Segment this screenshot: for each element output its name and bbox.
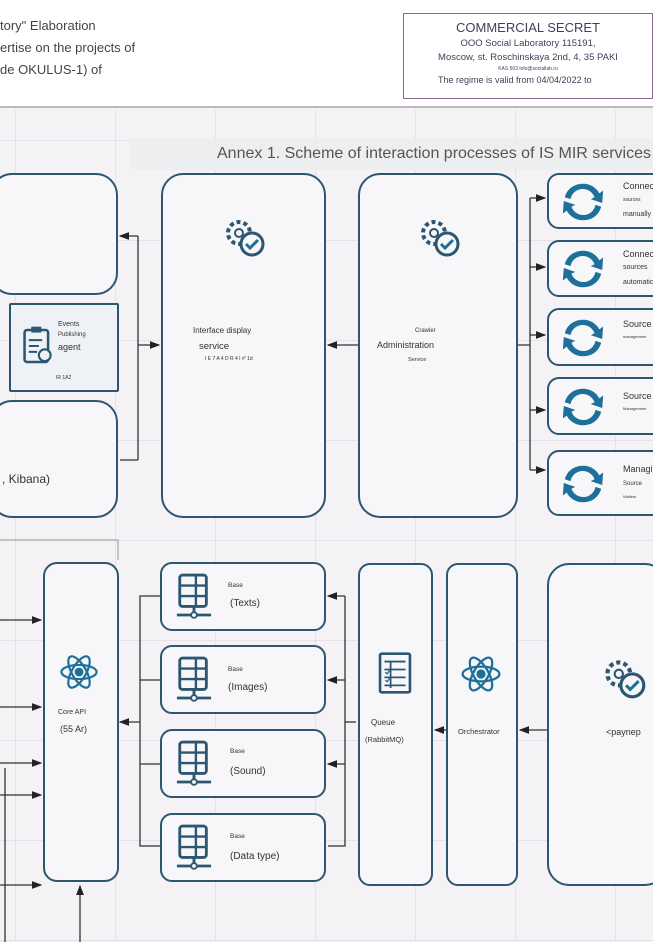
gear-check-icon [219, 211, 269, 261]
item-label: Managi [623, 464, 653, 474]
queue-label: Queue [371, 718, 396, 727]
sync-icon [559, 245, 607, 293]
base-label: (Sound) [230, 766, 266, 777]
orchestrator-box: Orchestrator [446, 563, 518, 886]
clipboard-icon [21, 325, 55, 367]
right-item-box: Connec sources manually [547, 173, 653, 229]
item-label: sources [623, 264, 648, 271]
item-label: manually [623, 211, 652, 218]
gear-check-icon [598, 651, 650, 703]
database-server-icon [175, 655, 213, 703]
right-item-box: Managi Source Wallets [547, 450, 653, 516]
item-label: Wallets [623, 494, 636, 499]
atom-icon [57, 650, 101, 694]
item-label: Source d [623, 319, 653, 329]
right-item-box: Connecti sources automatic [547, 240, 653, 297]
document-header: tory" Elaboration ertise on the projects… [0, 0, 653, 108]
service-label: Interface display [193, 326, 252, 335]
database-server-icon [175, 823, 213, 871]
stamp-title: COMMERCIAL SECRET [456, 20, 600, 35]
base-label: (Texts) [230, 598, 260, 609]
item-label: Management [623, 406, 647, 411]
service-label: service [199, 341, 230, 352]
base-label: Base [228, 582, 243, 589]
item-label: management [623, 334, 647, 339]
left-top-box [0, 173, 118, 295]
agent-label: Publishing [58, 332, 86, 338]
queue-box: Queue (RabbitMQ) [358, 563, 433, 886]
core-api-label: (55 Ar) [60, 724, 88, 734]
service-label: Service [408, 357, 427, 363]
interface-display-service-box: Interface display service I E 7 A 4 D R … [161, 173, 326, 518]
sync-icon [559, 314, 607, 362]
base-box: Base (Images) [160, 645, 326, 714]
kibana-label: , Kibana) [2, 472, 51, 486]
database-server-icon [175, 572, 213, 620]
paynep-label: <paynep [606, 727, 641, 737]
agent-footer: IR 1A2 [56, 375, 72, 381]
service-label: I E 7 A 4 D R 4 I #' 1d [205, 356, 253, 362]
item-label: Connecti [623, 249, 653, 259]
service-label: Administration [377, 340, 435, 350]
item-label: Source [623, 481, 643, 487]
right-item-box: Source d management [547, 308, 653, 366]
base-label: (Data type) [230, 851, 280, 862]
base-box: Base (Sound) [160, 729, 326, 798]
service-label: Crawler [415, 328, 436, 334]
base-label: (Images) [228, 682, 268, 693]
base-label: Base [230, 748, 245, 755]
commercial-secret-stamp: COMMERCIAL SECRET OOO Social Laboratory … [403, 13, 653, 99]
stamp-line: Moscow, st. Roschinskaya 2nd, 4, 35 PAKI [438, 52, 618, 63]
base-box: Base (Texts) [160, 562, 326, 631]
sync-icon [559, 383, 607, 431]
base-box: Base (Data type) [160, 813, 326, 882]
sync-icon [559, 178, 607, 226]
agent-label: Events [58, 321, 80, 328]
crawler-administration-service-box: Crawler Administration Service [358, 173, 518, 518]
header-line: tory" Elaboration [0, 18, 96, 33]
base-label: Base [230, 833, 245, 840]
agent-label: agent [58, 342, 81, 352]
base-label: Base [228, 666, 243, 673]
stamp-line: KAS 503 info@sociallab.ru [498, 66, 558, 72]
queue-label: (RabbitMQ) [365, 735, 404, 744]
item-label: automatic [623, 279, 653, 286]
core-api-box: Core API (55 Ar) [43, 562, 119, 882]
events-publishing-agent-box: Events Publishing agent IR 1A2 [9, 303, 119, 392]
atom-icon [458, 651, 504, 697]
checklist-icon [374, 651, 416, 695]
gear-check-icon [414, 211, 464, 261]
database-server-icon [175, 739, 213, 787]
stamp-line: OOO Social Laboratory 115191, [460, 38, 596, 49]
paynep-box: <paynep [547, 563, 653, 886]
header-line: de OKULUS-1) of [0, 62, 102, 77]
diagram-title: Annex 1. Scheme of interaction processes… [130, 138, 653, 170]
item-label: Connec [623, 181, 653, 191]
kibana-box: , Kibana) [0, 400, 118, 518]
core-api-label: Core API [58, 709, 87, 716]
item-label: Source d [623, 391, 653, 401]
sync-icon [559, 460, 607, 508]
stamp-line: The regime is valid from 04/04/2022 to [438, 75, 592, 85]
right-item-box: Source d Management [547, 377, 653, 435]
header-line: ertise on the projects of [0, 40, 136, 55]
item-label: sources [623, 197, 641, 203]
orchestrator-label: Orchestrator [458, 727, 500, 736]
